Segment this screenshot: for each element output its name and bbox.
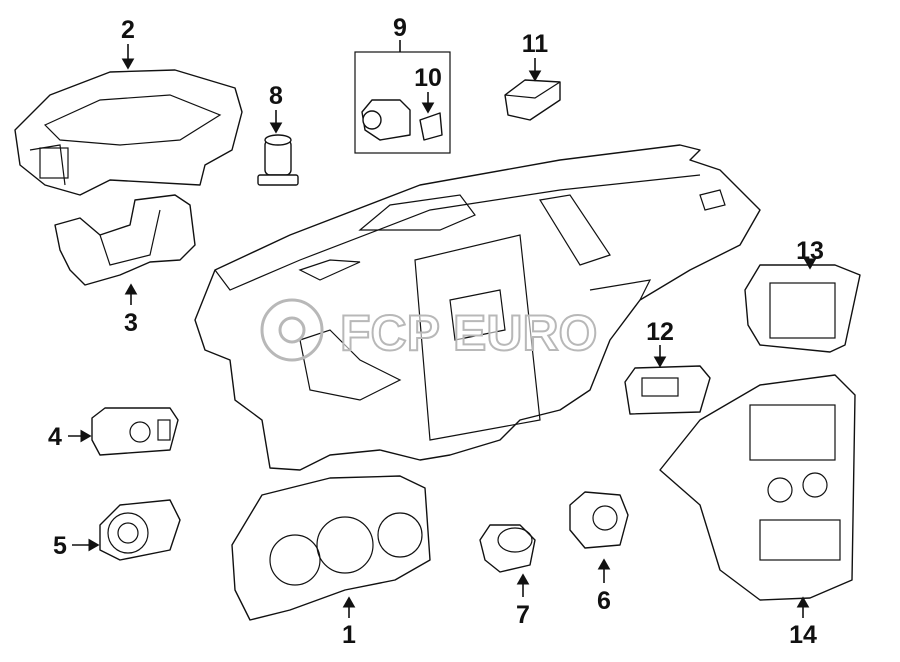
callout-3: 3 <box>124 309 138 337</box>
part-12-control-module <box>624 365 711 415</box>
callout-7: 7 <box>516 601 530 629</box>
callout-9: 9 <box>393 14 407 42</box>
callout-labels: 2 3 8 9 10 11 13 12 4 5 1 7 6 14 <box>48 14 824 649</box>
part-8-bulb-socket <box>257 134 299 186</box>
callout-14: 14 <box>789 621 817 649</box>
callout-10: 10 <box>414 64 442 92</box>
part-2-instrument-cluster-housing <box>14 69 243 196</box>
part-5-ignition-switch <box>99 499 181 561</box>
callout-2: 2 <box>121 16 135 44</box>
part-4-headlamp-switch <box>91 407 179 456</box>
callout-8: 8 <box>269 82 283 110</box>
callout-6: 6 <box>597 587 611 615</box>
part-3-bracket <box>54 194 196 286</box>
callout-1: 1 <box>342 621 356 649</box>
part-14-center-bezel <box>659 374 856 601</box>
part-6-steering-wheel-switch <box>569 491 629 549</box>
part-13-display <box>744 264 861 353</box>
leader-arrows <box>68 40 817 618</box>
callout-13: 13 <box>796 237 824 265</box>
part-11-sensor <box>504 79 561 121</box>
part-1-instrument-cluster <box>231 475 431 621</box>
instrument-panel <box>194 144 761 471</box>
callout-11: 11 <box>522 30 549 58</box>
part-7-start-button <box>479 524 536 573</box>
callout-5: 5 <box>53 532 67 560</box>
part-9-group-box <box>354 51 451 154</box>
callout-12: 12 <box>646 318 674 346</box>
watermark: FCP EURO <box>260 298 598 362</box>
callout-4: 4 <box>48 423 62 451</box>
watermark-text: FCP EURO <box>340 305 597 361</box>
